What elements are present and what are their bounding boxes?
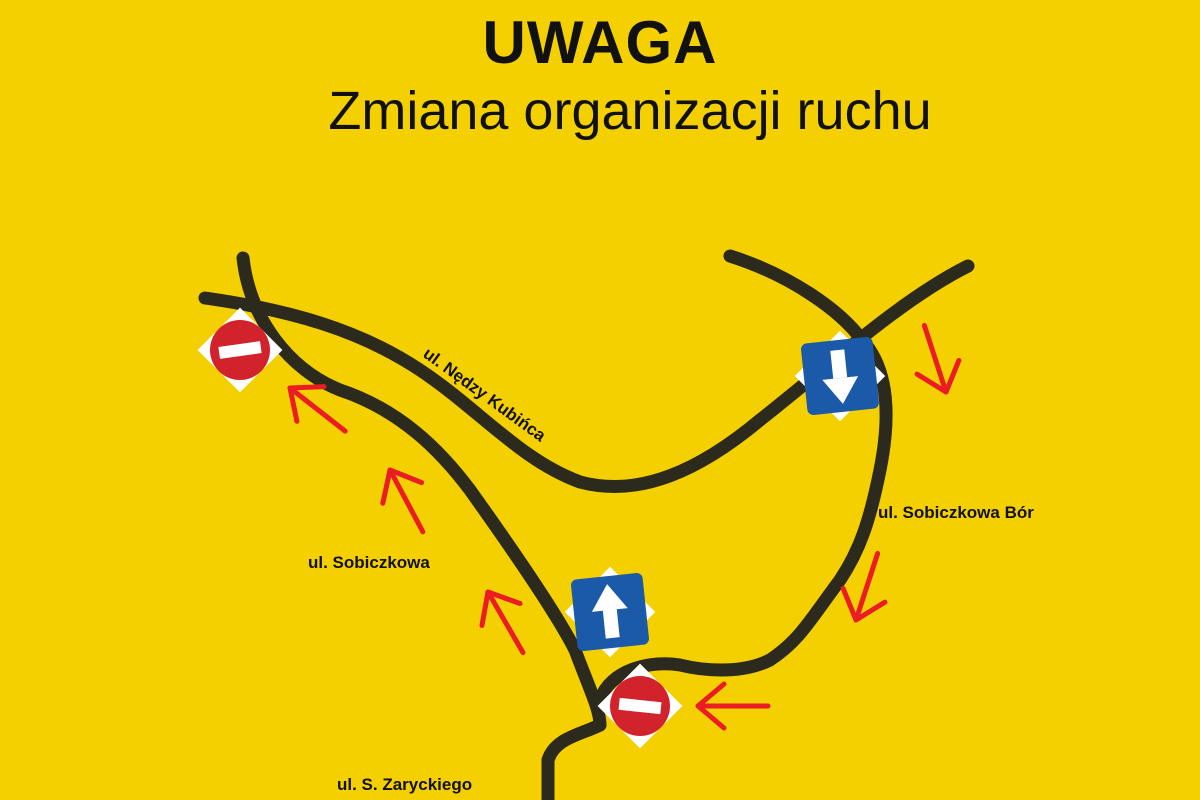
street-label-sobiczkowa: ul. Sobiczkowa <box>308 553 430 572</box>
one-way-sign-up <box>564 566 656 658</box>
arrow-west <box>698 684 768 728</box>
arrow-northwest-2 <box>371 460 443 542</box>
street-label-zaryckiego: ul. S. Zaryckiego <box>337 775 472 794</box>
street-label-nedzy-kubinca: ul. Nędzy Kubińca <box>420 344 550 446</box>
no-entry-sign-1 <box>197 307 283 393</box>
one-way-sign-down <box>794 330 886 422</box>
no-entry-sign-2 <box>597 663 683 749</box>
sign-subtitle: Zmiana organizacji ruchu <box>328 81 932 141</box>
road-sobiczkowa-bor <box>593 249 893 707</box>
street-label-sobiczkowa-bor: ul. Sobiczkowa Bór <box>878 503 1034 522</box>
arrow-south-2 <box>835 547 898 627</box>
sign-title: UWAGA <box>482 9 718 76</box>
arrow-north-3 <box>469 581 542 664</box>
arrow-south-1 <box>903 319 966 399</box>
road-sobiczkowa <box>236 251 607 732</box>
road-zaryckiego <box>541 718 607 800</box>
